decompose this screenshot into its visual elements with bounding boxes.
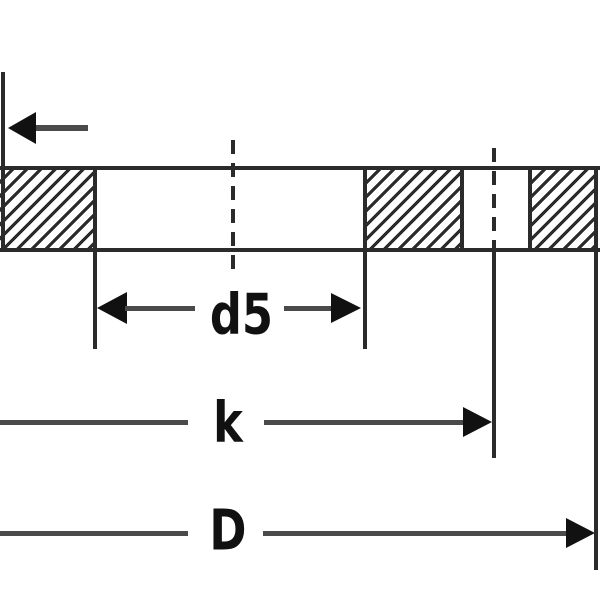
bore-centerline — [231, 140, 235, 272]
bolt-hole-right-edge-line — [528, 166, 532, 252]
flange-top-face-line — [0, 166, 600, 170]
leader-arrowhead-left-icon — [8, 112, 36, 144]
k-arrowhead-icon — [463, 407, 492, 437]
bolt-circle-extension-line — [492, 250, 496, 458]
flange-bottom-face-line — [0, 248, 600, 252]
k-dimension-line-left — [0, 420, 188, 425]
d5-label: d5 — [209, 282, 274, 348]
D-arrowhead-icon — [566, 518, 595, 548]
left-cut-edge-line — [1, 72, 5, 252]
hatch-section-middle — [367, 170, 460, 248]
hatch-section-right — [532, 170, 594, 248]
D-dimension-line-right — [263, 531, 569, 536]
flange-outer-edge-extension-line — [594, 166, 598, 570]
k-dimension-line-right — [264, 420, 466, 425]
D-dimension-line-left — [0, 531, 188, 536]
bore-right-edge-extension-line — [363, 166, 367, 349]
bolt-hole-left-edge-line — [460, 166, 464, 252]
d5-arrowhead-right-icon — [331, 293, 361, 323]
k-label: k — [213, 390, 243, 456]
d5-dimension-line-right — [284, 306, 332, 311]
bore-left-edge-extension-line — [93, 166, 97, 349]
hatch-section-left — [0, 170, 93, 248]
leader-arrow-shaft — [32, 125, 88, 131]
D-label: D — [209, 498, 247, 564]
d5-dimension-line-left — [125, 306, 195, 311]
bolt-hole-centerline — [492, 148, 496, 250]
d5-arrowhead-left-icon — [97, 292, 127, 324]
